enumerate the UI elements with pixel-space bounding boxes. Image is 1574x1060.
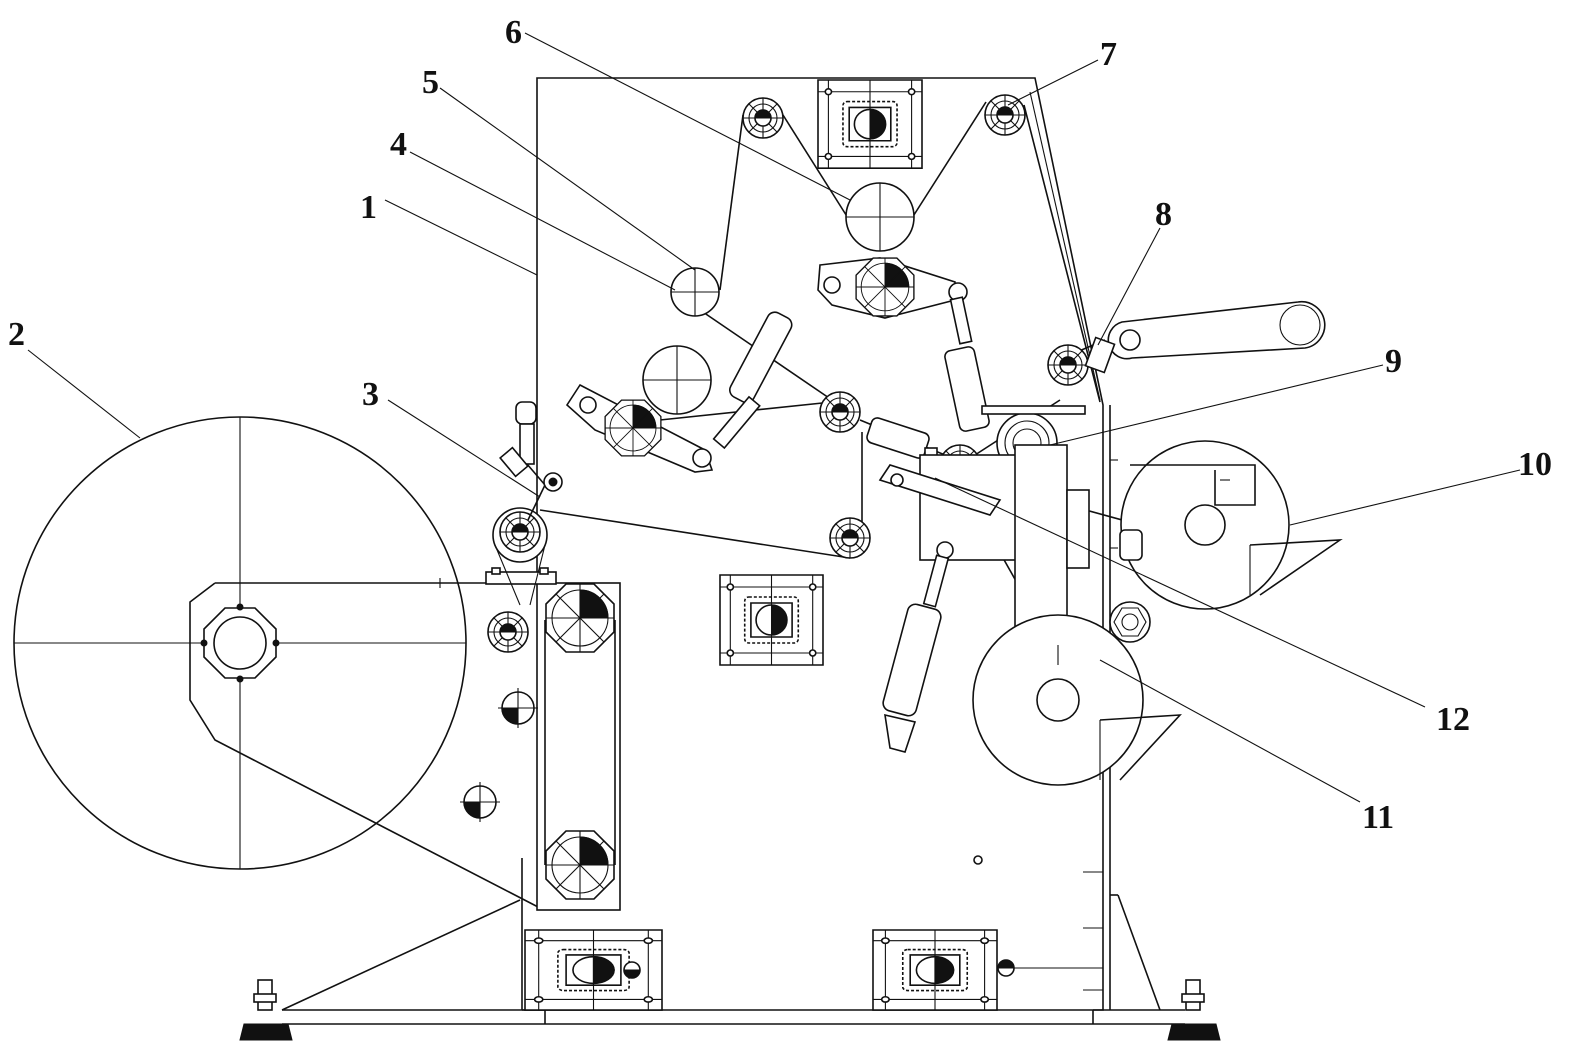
guide-roller-3 [492, 507, 548, 606]
pneumatic-cylinder-upper-left [712, 311, 793, 450]
callout-4: 4 [390, 126, 407, 163]
drive-belt-housing [485, 567, 621, 911]
bearing-box-bottom-right [872, 929, 998, 1012]
callout-12: 12 [1436, 701, 1470, 738]
drive-pulley-lower [545, 830, 615, 900]
guide-roller-center-lower [829, 517, 871, 559]
machine-base [281, 894, 1185, 1025]
callout-3: 3 [362, 376, 379, 413]
unwind-hub [200, 603, 280, 683]
pneumatic-cylinder-lower [882, 541, 954, 753]
idler-left-lower [459, 781, 501, 823]
rewind-reel-11 [972, 614, 1182, 786]
callout-5: 5 [422, 64, 439, 101]
guide-roller-8 [1047, 344, 1089, 386]
callout-leaders [27, 32, 1521, 803]
callout-1: 1 [360, 189, 377, 226]
guide-roller-5 [670, 267, 720, 317]
rewind-reel-10 [1119, 440, 1343, 610]
callout-8: 8 [1155, 196, 1172, 233]
bearing-box-top [817, 79, 923, 170]
guide-roller-7 [984, 94, 1026, 136]
slitter-carriage [878, 405, 1090, 629]
tension-roller-6 [845, 182, 915, 252]
idler-left-upper [497, 687, 539, 729]
drive-pulley-upper [545, 583, 615, 653]
callout-2: 2 [8, 316, 25, 353]
guide-roller-top-left [742, 97, 784, 139]
pneumatic-cylinder-left [499, 401, 563, 521]
idler-roller-right-lower [1109, 601, 1151, 643]
guide-roller-center [819, 391, 861, 433]
leveling-foot-left [239, 979, 293, 1041]
swing-arm-top-right [1084, 300, 1326, 374]
callout-11: 11 [1362, 799, 1394, 836]
guide-roller-left [487, 611, 529, 653]
leveling-foot-right [1167, 979, 1221, 1041]
dancer-roller-4 [642, 345, 712, 415]
callout-10: 10 [1518, 446, 1552, 483]
unwind-arm-plate [189, 578, 541, 909]
bearing-box-bottom-left [523, 928, 664, 1012]
pneumatic-cylinder-upper-right [944, 296, 990, 432]
callout-9: 9 [1385, 343, 1402, 380]
callout-7: 7 [1100, 36, 1117, 73]
bearing-box-middle [719, 574, 824, 666]
callout-6: 6 [505, 14, 522, 51]
dancer-arm-left [565, 383, 714, 473]
tension-arm-top [817, 257, 968, 319]
